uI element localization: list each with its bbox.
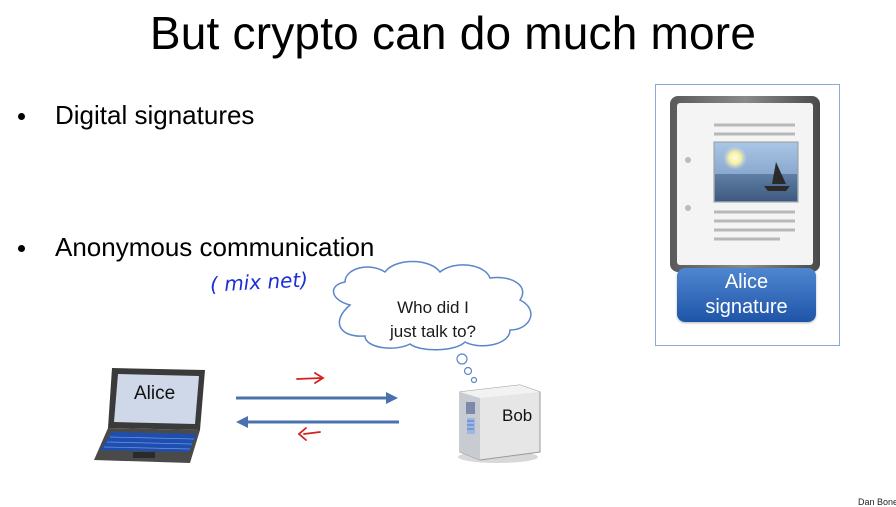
- footer-author: Dan Boneh: [858, 497, 896, 507]
- arrows: [236, 392, 399, 428]
- binder-hole: [685, 205, 691, 211]
- bullet-dot: [18, 245, 25, 252]
- bullet-dot: [18, 113, 25, 120]
- signature-badge-label: signature: [705, 296, 788, 318]
- alice-label: Alice: [134, 383, 176, 404]
- thought-line-1: Who did I: [397, 298, 469, 317]
- binder-hole: [685, 157, 691, 163]
- signature-badge-name: Alice: [724, 271, 769, 293]
- bullet-text: Anonymous communication: [55, 232, 375, 262]
- document-text-lines: [714, 123, 795, 241]
- thought-line-2: just talk to?: [390, 322, 476, 341]
- bob-label: Bob: [502, 406, 533, 425]
- server-icon: [458, 384, 541, 463]
- laptop-icon: [94, 368, 205, 463]
- slide-title: But crypto can do much more: [149, 7, 757, 59]
- handwritten-arrows: [296, 372, 325, 441]
- bullet-text: Digital signatures: [55, 100, 255, 130]
- landscape-picture-icon: [713, 141, 799, 203]
- thought-cloud-icon: [332, 260, 532, 384]
- signature-badge: Alice signature: [677, 268, 816, 322]
- thought-cloud-text: Who did I just talk to?: [368, 296, 498, 344]
